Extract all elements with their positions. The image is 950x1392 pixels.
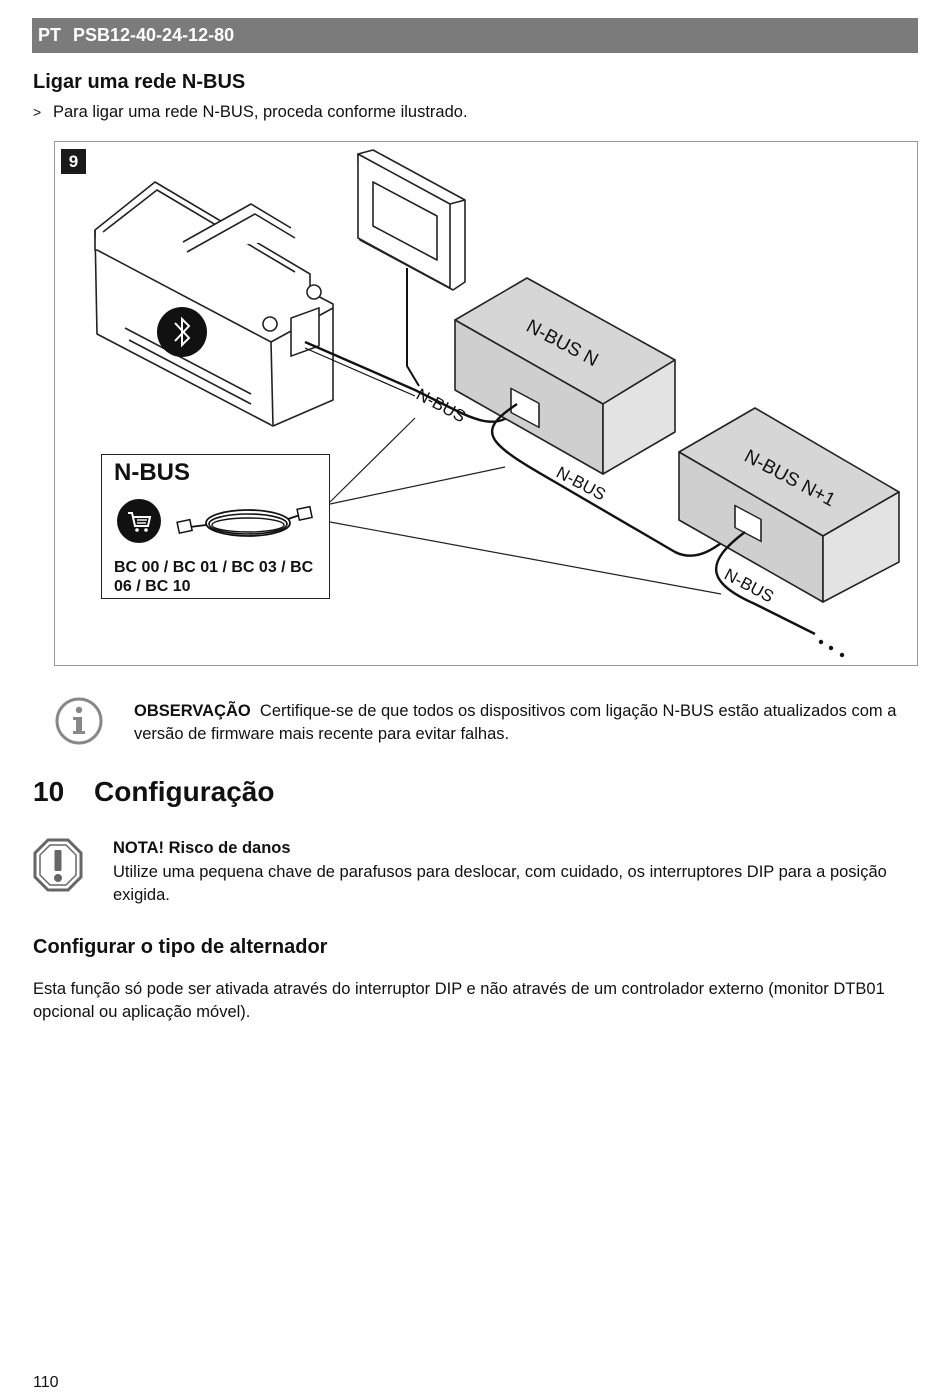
bullet-marker: > [33, 104, 42, 120]
warning-text: Utilize uma pequena chave de parafusos p… [113, 863, 887, 904]
nbus-device-n [454, 277, 676, 475]
model-number: PSB12-40-24-12-80 [73, 25, 235, 45]
instruction-bullet: > Para ligar uma rede N-BUS, proceda conf… [33, 103, 468, 122]
section-heading-alternator: Configurar o tipo de alternador [33, 936, 328, 958]
note-text: Certifique-se de que todos os dispositiv… [134, 702, 897, 743]
section-number: 10 [33, 776, 65, 807]
shopping-cart-icon [117, 499, 161, 543]
section-title: 10 Configuração [33, 776, 274, 808]
figure-number: 9 [61, 149, 86, 174]
figure-nbus-network: N-BUS N N-BUS N+1 N-BUS N-BUS N-BUS 9 N-… [54, 141, 918, 666]
battery-illustration [94, 181, 334, 427]
language-code: PT [38, 25, 62, 45]
monitor-illustration [357, 149, 466, 291]
nbus-cable-callout: N-BUS BC 00 / BC 01 / BC 03 / BC 06 / BC… [101, 454, 330, 599]
note-label: OBSERVAÇÃO [134, 702, 251, 720]
warning-heading: NOTA! Risco de danos [113, 839, 291, 857]
cable-illustration [176, 505, 313, 537]
compatible-cable-codes: BC 00 / BC 01 / BC 03 / BC 06 / BC 10 [114, 559, 314, 595]
page-number: 110 [33, 1374, 59, 1391]
alternator-paragraph: Esta função só pode ser ativada através … [33, 980, 885, 1021]
note-paragraph: OBSERVAÇÃO Certifique-se de que todos os… [134, 700, 919, 746]
warning-icon [33, 838, 83, 892]
info-icon [54, 696, 104, 746]
callout-title: N-BUS [114, 459, 190, 486]
header-bar: PT PSB12-40-24-12-80 [32, 18, 918, 53]
section-name: Configuração [94, 776, 275, 807]
nbus-device-n1 [678, 407, 900, 603]
network-illustration: N-BUS N N-BUS N+1 N-BUS N-BUS N-BUS [94, 149, 900, 658]
bullet-text: Para ligar uma rede N-BUS, proceda confo… [53, 103, 468, 121]
section-heading-nbus: Ligar uma rede N-BUS [33, 71, 246, 93]
